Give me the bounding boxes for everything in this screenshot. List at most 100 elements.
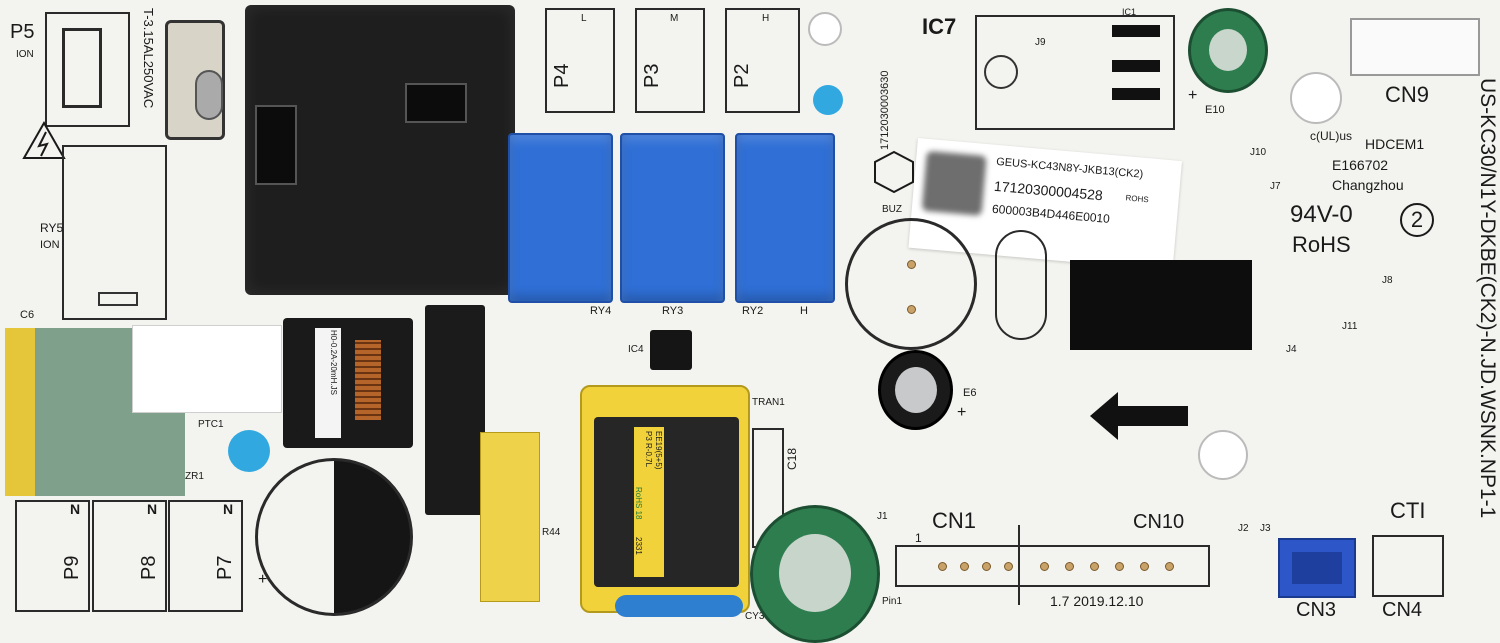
ion-left-label: ION bbox=[40, 239, 60, 251]
buzzer-hex-icon bbox=[874, 150, 914, 194]
mounting-hole-top bbox=[808, 12, 842, 46]
mounting-hole-right bbox=[1290, 72, 1342, 124]
cn10-pad bbox=[1090, 562, 1099, 571]
tran1-label: TRAN1 bbox=[752, 397, 785, 408]
cy3-label: CY3 bbox=[745, 611, 765, 622]
e6-plus: + bbox=[957, 404, 967, 421]
blue-marker-dot bbox=[813, 85, 843, 115]
buzzer-pad-1 bbox=[907, 260, 916, 269]
p2-h-mark: H bbox=[762, 13, 770, 24]
j1-label: J1 bbox=[877, 511, 888, 522]
p2-outline bbox=[725, 8, 800, 113]
e10-label: E10 bbox=[1205, 104, 1225, 116]
zr1-label: ZR1 bbox=[185, 471, 204, 482]
relay-terminal-top bbox=[405, 83, 467, 123]
ptc-component bbox=[132, 325, 282, 413]
cn1-pad bbox=[982, 562, 991, 571]
ic1-pin-2 bbox=[1112, 60, 1160, 72]
relay-ry3 bbox=[620, 133, 725, 303]
p7-outline bbox=[168, 500, 243, 612]
j10-label: J10 bbox=[1250, 147, 1267, 158]
j9-label: J9 bbox=[1035, 37, 1046, 48]
capacitor-main bbox=[750, 505, 880, 643]
ul-mark: c(UL)us bbox=[1310, 129, 1353, 143]
v0-rating-label: 94V-0 bbox=[1290, 201, 1353, 228]
cn9-label: CN9 bbox=[1385, 82, 1430, 107]
ry4-label: RY4 bbox=[590, 305, 612, 317]
capacitor-e6 bbox=[878, 350, 953, 430]
p3-m-mark: M bbox=[670, 13, 679, 24]
cn1-connector-outline bbox=[895, 545, 1210, 587]
p3-label: P3 bbox=[641, 63, 663, 88]
crystal-outline bbox=[995, 230, 1047, 340]
sticker-qr-blurred bbox=[921, 150, 987, 216]
inductor-label-strip: H0-0.2A-20mH.JS bbox=[315, 328, 341, 438]
cn3-label: CN3 bbox=[1296, 599, 1337, 621]
j7-label: J7 bbox=[1270, 181, 1281, 192]
ic1-pin-3 bbox=[1112, 88, 1160, 100]
cn10-pad bbox=[1140, 562, 1149, 571]
p5-terminal bbox=[62, 28, 102, 108]
transformer-line3: RoHS 18 bbox=[634, 487, 643, 520]
ptc1-label: PTC1 bbox=[198, 419, 224, 430]
ic7-outline bbox=[975, 15, 1175, 130]
cn10-pad bbox=[1165, 562, 1174, 571]
capacitor-main-top bbox=[779, 534, 851, 612]
capacitor-e10 bbox=[1188, 8, 1268, 93]
date-label: 1.7 2019.12.10 bbox=[1050, 593, 1144, 609]
transformer-core: EE19(5+5) P3 R-0.7L RoHS 18 2331 bbox=[594, 417, 739, 587]
p3-outline bbox=[635, 8, 705, 113]
cn1-label: CN1 bbox=[932, 508, 977, 533]
p4-label: P4 bbox=[551, 63, 573, 88]
cn1-pad bbox=[960, 562, 969, 571]
c18-label: C18 bbox=[785, 447, 799, 470]
ion-top-label: ION bbox=[16, 49, 34, 60]
relay-ry4 bbox=[508, 133, 613, 303]
footprint-plus: + bbox=[258, 571, 268, 588]
mounting-hole-center bbox=[1198, 430, 1248, 480]
j8-label: J8 bbox=[1382, 275, 1393, 286]
ic4-label: IC4 bbox=[628, 344, 644, 355]
pin1-label: Pin1 bbox=[882, 596, 903, 607]
p9-outline bbox=[15, 500, 90, 612]
revision-number: 2 bbox=[1410, 207, 1424, 232]
hdcem1-label: HDCEM1 bbox=[1365, 136, 1425, 152]
high-voltage-warning-icon bbox=[22, 120, 66, 159]
cn9-connector bbox=[1350, 18, 1480, 76]
buzzer-outline bbox=[845, 218, 977, 350]
ic1-pin-1 bbox=[1112, 25, 1160, 37]
cn-divider bbox=[1018, 525, 1020, 605]
p5-connector-outline bbox=[45, 12, 130, 127]
cn10-pad bbox=[1115, 562, 1124, 571]
e6-label: E6 bbox=[963, 387, 977, 399]
j2-label: J2 bbox=[1238, 523, 1249, 534]
resistor-outline bbox=[98, 292, 138, 306]
ic4-optocoupler bbox=[650, 330, 692, 370]
sticker-rohs: ROHS bbox=[1125, 193, 1150, 205]
relay-ry2 bbox=[735, 133, 835, 303]
yellow-capacitor bbox=[480, 432, 540, 602]
transformer-line2: P3 R-0.7L bbox=[644, 431, 653, 468]
rohs-label: RoHS bbox=[1292, 232, 1351, 257]
l1-label: L1 bbox=[288, 427, 300, 438]
ic1-label: IC1 bbox=[1122, 7, 1137, 17]
ic7-label: IC7 bbox=[922, 14, 957, 39]
j11-label: J11 bbox=[1342, 321, 1358, 332]
p4-outline bbox=[545, 8, 615, 113]
fuse bbox=[195, 70, 223, 120]
fuse-rating-label: T-3.15AL250VAC bbox=[141, 8, 156, 109]
main-power-relay bbox=[245, 5, 515, 295]
inductor-label-text: H0-0.2A-20mH.JS bbox=[329, 330, 338, 395]
j3-label: J3 bbox=[1260, 523, 1271, 534]
j4-label: J4 bbox=[1286, 344, 1297, 355]
transformer-line1: EE19(5+5) bbox=[654, 431, 663, 470]
sticker-line1: GEUS-KC43N8Y-JKB13(CK2) bbox=[995, 155, 1144, 181]
p5-label: P5 bbox=[10, 21, 35, 43]
p4-l-mark: L bbox=[581, 13, 587, 24]
p9-n-label: N bbox=[70, 501, 81, 517]
blue-marker-left bbox=[228, 430, 270, 472]
p7-label: P7 bbox=[214, 555, 236, 580]
capacitor-e6-top bbox=[895, 367, 937, 413]
y-capacitor-cy3 bbox=[615, 595, 743, 617]
capacitor-e10-top bbox=[1209, 29, 1247, 71]
